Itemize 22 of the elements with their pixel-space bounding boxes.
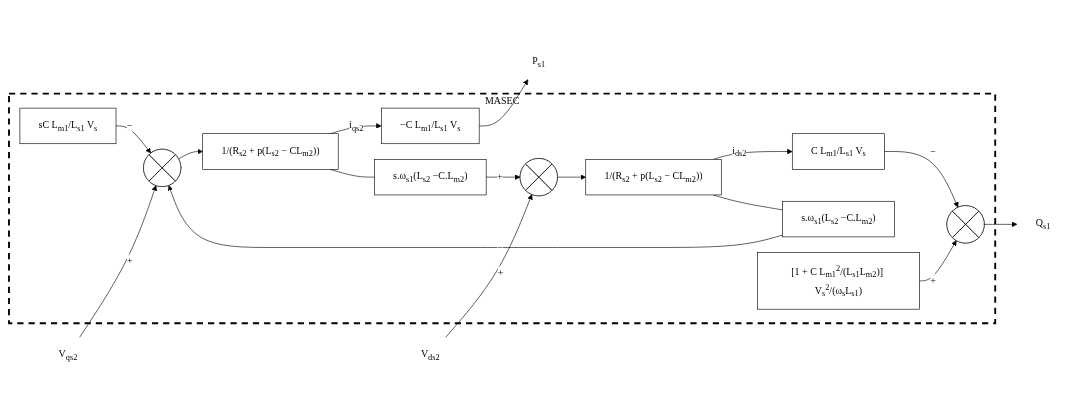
- node-text: Q$_{s1}$: [1035, 217, 1051, 231]
- node-box: s.ω$_{s1}$(L$_{s2}$ −C.L$_{m2}$): [782, 200, 895, 237]
- connector: [329, 168, 375, 177]
- edge-label: −: [497, 241, 503, 253]
- node-text: V$_{ds2}$: [420, 348, 440, 362]
- node-box: C L$_{m1}$/L$_{s1}$ V$_{s}$: [792, 132, 885, 170]
- node-box: sC L$_{m1}$/L$_{s1}$ V$_{s}$: [19, 107, 117, 144]
- node-box: s.ω$_{s1}$(L$_{s2}$ −C.L$_{m2}$): [374, 158, 487, 195]
- node-box: 1/(R$_{s2}$ + p(L$_{s2}$ − CL$_{m2}$)): [202, 132, 339, 170]
- edge-label: +: [497, 171, 503, 182]
- edge-label: +: [126, 255, 133, 266]
- edge-label: −: [930, 145, 936, 157]
- edge-label: +: [497, 267, 504, 278]
- node-box: [1 + C L$_{m1}$$^{2}$/(L$_{s1}$L$_{m2}$)] V$_{s}$$^{2}$/(ω$_{s}$L$_{s1}$): [757, 251, 920, 310]
- node-text: P$_{s1}$: [532, 54, 546, 68]
- node-box: 1/(R$_{s2}$ + p(L$_{s2}$ − CL$_{m2}$)): [585, 158, 722, 195]
- edge-label: −: [126, 119, 133, 131]
- edge-label: +: [930, 274, 936, 286]
- edge-label: i$_{ds2}$: [732, 144, 747, 158]
- edge-label: i$_{qs2}$: [349, 118, 364, 133]
- node-box: −C L$_{m1}$/L$_{s1}$ V$_{s}$: [381, 107, 480, 144]
- node-text: V$_{qs2}$: [58, 348, 78, 362]
